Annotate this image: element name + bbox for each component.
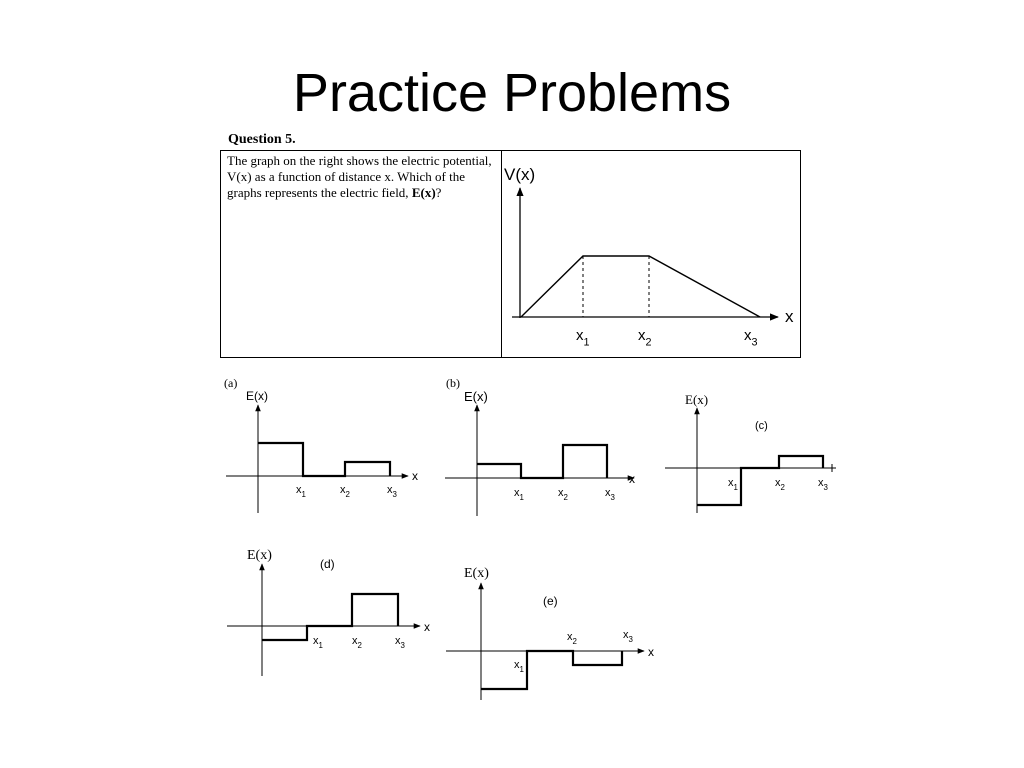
option-b-tick-x1: x1	[514, 487, 525, 502]
option-d-y-label: E(x)	[247, 548, 272, 563]
option-b-y-label: E(x)	[464, 389, 488, 404]
option-e-tick-x1: x1	[514, 659, 525, 674]
option-e-tick-x2: x2	[567, 631, 577, 646]
question-box: The graph on the right shows the electri…	[220, 150, 801, 358]
option-d-tick-x2: x2	[352, 635, 362, 650]
question-text: The graph on the right shows the electri…	[227, 153, 492, 200]
option-a-label: (a)	[224, 376, 237, 390]
option-a-field-curve	[258, 441, 392, 478]
option-a-y-label: E(x)	[246, 389, 268, 403]
option-b-tick-x3: x3	[605, 487, 616, 502]
v-x-label: x	[785, 307, 794, 326]
option-e-tick-x3: x3	[623, 629, 634, 644]
potential-curve	[520, 255, 761, 318]
slide-title: Practice Problems	[292, 63, 732, 123]
option-c-tick-x2: x2	[775, 477, 785, 492]
option-b-graph: (b) E(x) x1 x2 x3 x	[445, 376, 635, 516]
option-d-x-label: x	[424, 620, 430, 634]
option-b-label: (b)	[446, 376, 460, 390]
option-a-tick-x1: x1	[296, 484, 307, 499]
option-d-label: (d)	[320, 557, 335, 571]
v-y-label: V(x)	[504, 165, 535, 184]
v-tick-x2: x2	[638, 327, 652, 348]
question-heading: Question 5.	[228, 132, 296, 147]
option-e-x-label: x	[648, 645, 654, 659]
option-d-tick-x3: x3	[395, 635, 406, 650]
option-e-label: (e)	[543, 594, 558, 608]
option-d-tick-x1: x1	[313, 635, 324, 650]
option-c-tick-x1: x1	[728, 477, 739, 492]
option-e-field-curve	[481, 649, 624, 691]
option-e-graph: E(x) (e) x1 x2 x3 x	[446, 566, 654, 700]
option-c-label: (c)	[755, 420, 768, 432]
question-divider	[501, 151, 502, 357]
option-a-tick-x3: x3	[387, 484, 398, 499]
option-b-tick-x2: x2	[558, 487, 568, 502]
option-e-y-label: E(x)	[464, 566, 489, 581]
potential-graph: V(x) x x1 x2 x3	[504, 165, 794, 348]
option-d-field-curve	[262, 592, 400, 642]
option-c-y-label: E(x)	[685, 392, 708, 407]
option-c-graph: E(x) (c) x1 x2 x3	[665, 392, 836, 513]
v-tick-x1: x1	[576, 327, 590, 348]
option-c-tick-x3: x3	[818, 477, 829, 492]
option-a-tick-x2: x2	[340, 484, 350, 499]
v-tick-x3: x3	[744, 327, 758, 348]
option-a-x-label: x	[412, 469, 418, 483]
option-d-graph: E(x) (d) x1 x2 x3 x	[227, 548, 430, 676]
option-b-field-curve	[477, 443, 609, 480]
option-c-field-curve	[697, 454, 825, 507]
option-a-graph: (a) E(x) x x1 x2 x3	[224, 376, 418, 513]
option-b-x-label: x	[629, 472, 635, 486]
